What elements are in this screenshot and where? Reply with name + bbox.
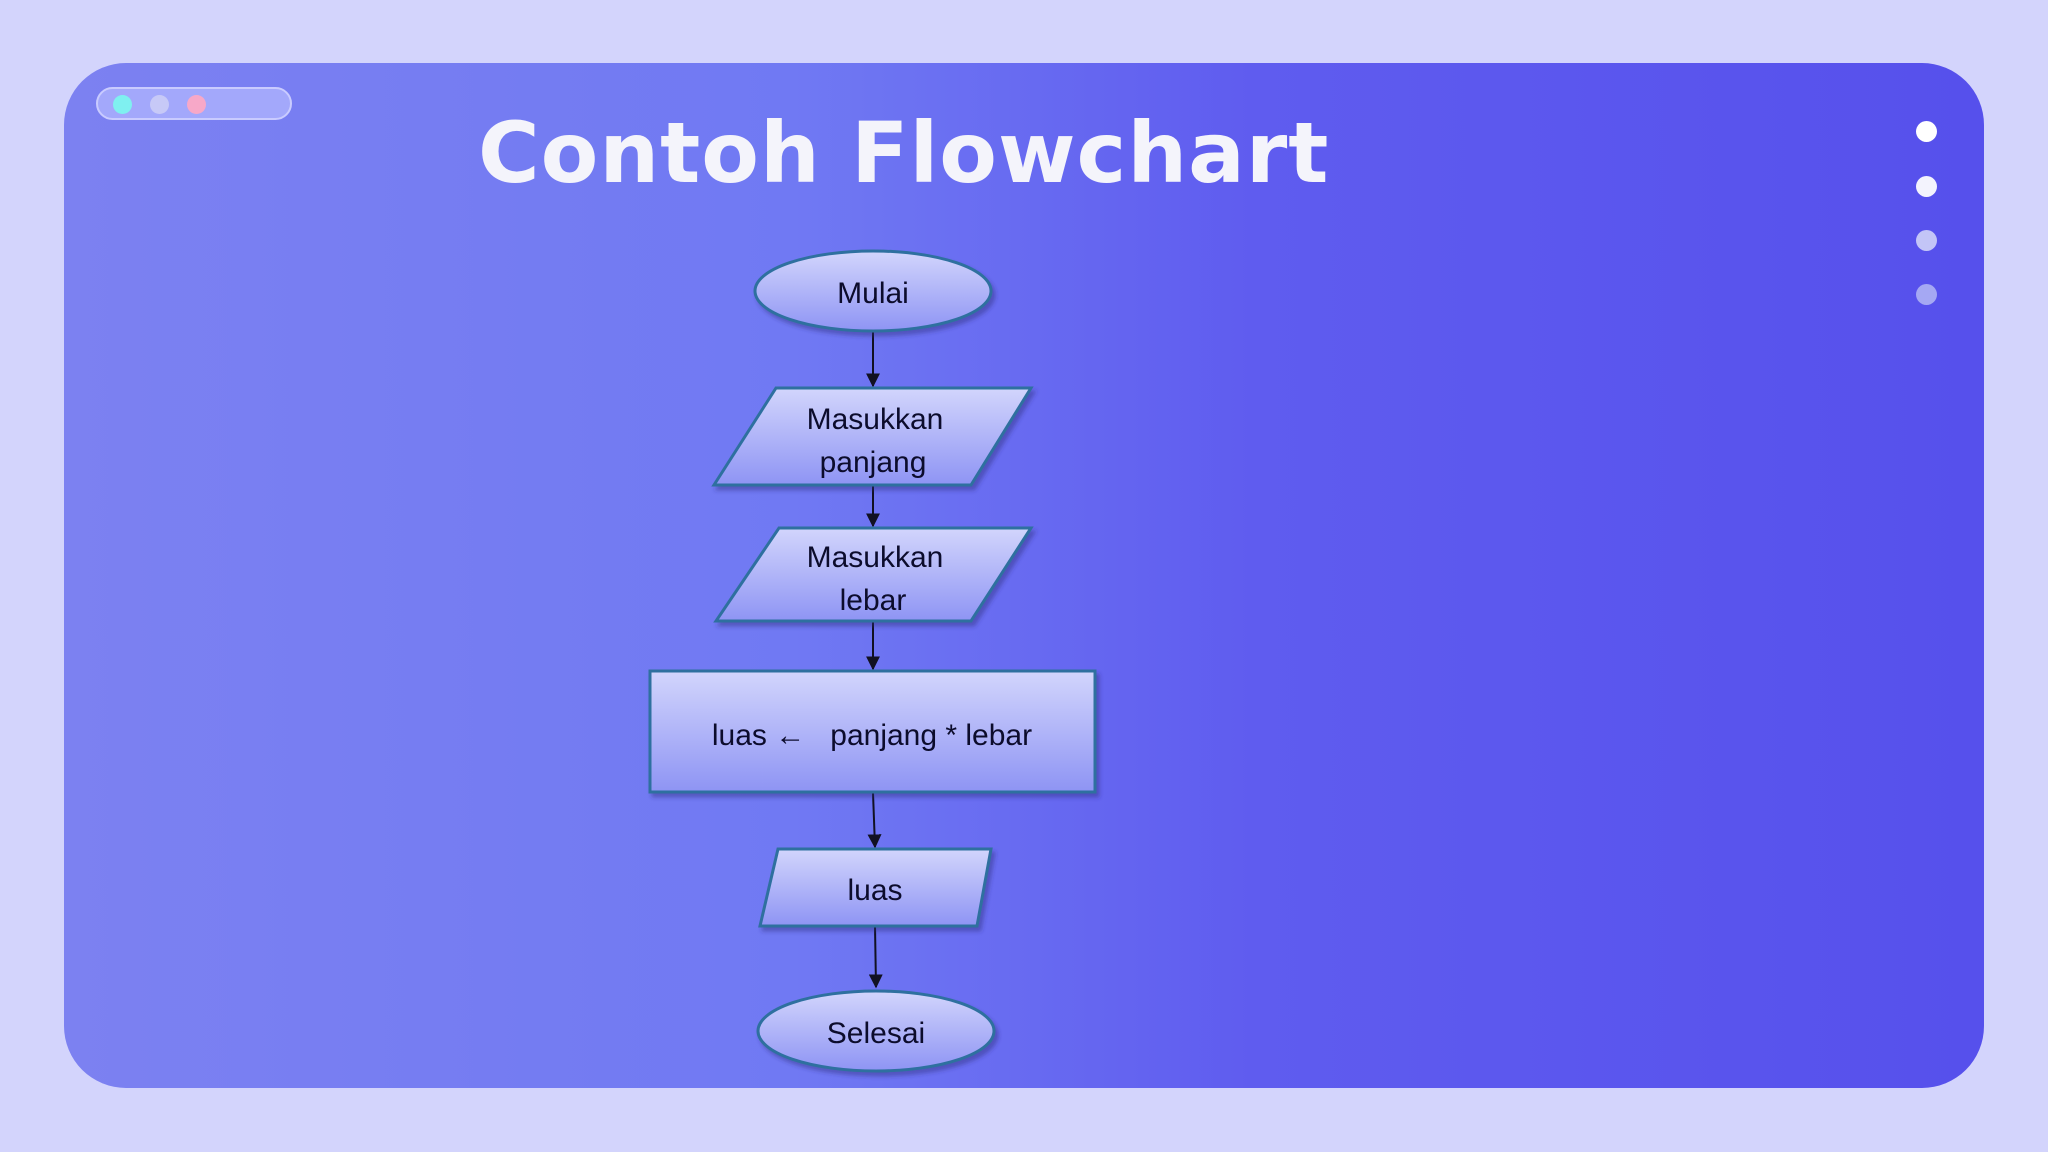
flow-node-end: Selesai	[756, 989, 996, 1073]
flow-node-input-length: Masukkan panjang	[711, 386, 1034, 487]
edge-compute-area-to-output-area	[867, 792, 882, 849]
window-dot-cyan-icon	[113, 95, 132, 114]
flow-node-output-area-label: luas	[847, 874, 902, 907]
slide-card	[64, 63, 1984, 1088]
side-dot-4-icon	[1916, 284, 1937, 305]
window-dot-grey-icon	[150, 95, 169, 114]
edge-output-area-to-end	[868, 925, 883, 989]
flow-node-compute-area-label: luas ← panjang * lebar	[712, 719, 1032, 752]
flow-node-input-width: Masukkan lebar	[713, 526, 1034, 623]
flow-node-input-width-line-1: Masukkan	[807, 541, 944, 574]
flow-node-input-length-line-2: panjang	[820, 446, 927, 479]
side-dot-2-icon	[1916, 176, 1937, 197]
flow-node-output-area: luas	[758, 847, 993, 928]
side-dot-1-icon	[1916, 121, 1937, 142]
window-dot-pink-icon	[187, 95, 206, 114]
flow-node-compute-area: luas ← panjang * lebar	[648, 669, 1097, 794]
slide-title: Contoh Flowchart	[478, 104, 1330, 202]
side-dot-3-icon	[1916, 230, 1937, 251]
flow-node-end-label: Selesai	[827, 1017, 925, 1050]
flow-node-input-length-line-1: Masukkan	[807, 403, 944, 436]
flow-node-start: Mulai	[753, 249, 993, 333]
flow-node-input-width-line-2: lebar	[840, 584, 907, 617]
flow-node-start-label: Mulai	[837, 277, 909, 310]
